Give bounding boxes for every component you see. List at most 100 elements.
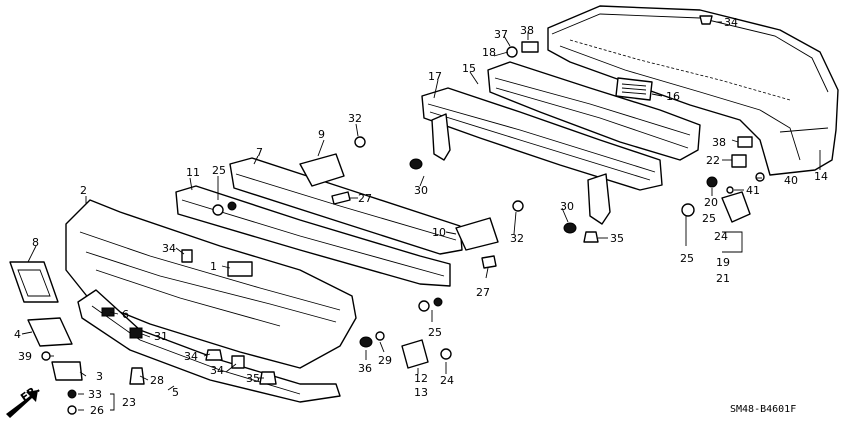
front-lower-spoiler: [77, 289, 341, 403]
clip-38-right: [737, 136, 753, 148]
callout-labels: 1 2 3 4 5 6 7 8 9 10 11 12 13 14 15 16 1…: [14, 16, 828, 417]
rear-bumper-beam: [487, 61, 701, 161]
callout-21: 21: [716, 272, 730, 285]
callout-4: 4: [14, 328, 21, 341]
rear-bumper-face: [547, 5, 839, 176]
bracket-3: [51, 361, 83, 381]
callout-34-lower-2: 34: [210, 364, 224, 377]
grommet-25-upper: [212, 204, 224, 216]
nut-35-front: [259, 371, 277, 385]
grommet-25-right: [681, 203, 695, 217]
callout-32: 32: [348, 112, 362, 125]
rear-stay-left: [431, 113, 451, 161]
callout-27: 27: [358, 192, 372, 205]
callout-40: 40: [784, 174, 798, 187]
callout-19: 19: [716, 256, 730, 269]
grommet-25-lower: [418, 300, 430, 312]
clip-34-lower: [205, 349, 223, 361]
screw-40: [755, 172, 765, 182]
grommet-25-lower-2: [433, 297, 443, 307]
bracket-9: [299, 153, 345, 187]
clip-33: [67, 389, 77, 399]
bracket-19: [721, 191, 751, 223]
grommet-30-right: [563, 222, 577, 234]
front-direction-arrow: [6, 390, 38, 418]
nut-26: [67, 405, 77, 415]
callout-18: 18: [482, 46, 496, 59]
nut-35-rear: [583, 231, 599, 243]
bolt-36: [359, 336, 373, 348]
callout-38: 38: [520, 24, 534, 37]
clip-6: [101, 307, 115, 317]
callout-14: 14: [814, 170, 828, 183]
clip-34-left: [181, 249, 193, 263]
clip-37: [506, 46, 518, 58]
callout-38-right: 38: [712, 136, 726, 149]
bolt-32-lower: [512, 200, 524, 212]
screw-29: [375, 331, 385, 341]
bracket-4: [27, 317, 73, 347]
callout-23: 23: [122, 396, 136, 409]
rear-bumper-reinforcement: [421, 87, 663, 191]
callout-33: 33: [88, 388, 102, 401]
clip-31: [129, 327, 143, 339]
callout-10: 10: [432, 226, 446, 239]
callout-24: 24: [440, 374, 454, 387]
callout-8: 8: [32, 236, 39, 249]
callout-34-lower: 34: [184, 350, 198, 363]
bracket-12: [401, 339, 429, 369]
screw-24-lower: [440, 348, 452, 360]
clip-20: [706, 176, 718, 188]
callout-16: 16: [666, 90, 680, 103]
callout-2: 2: [80, 184, 87, 197]
callout-35: 35: [246, 372, 260, 385]
callout-25-right: 25: [680, 252, 694, 265]
callout-41: 41: [746, 184, 760, 197]
callout-7: 7: [256, 146, 263, 159]
clip-38-top: [521, 41, 539, 53]
bolt-39: [41, 351, 51, 361]
callout-25-lower: 25: [428, 326, 442, 339]
callout-15: 15: [462, 62, 476, 75]
license-plate-bracket: [9, 261, 59, 303]
rear-reflector: [615, 77, 653, 101]
callout-27-lower: 27: [476, 286, 490, 299]
callout-9: 9: [318, 128, 325, 141]
callout-30: 30: [414, 184, 428, 197]
bolt-27-upper: [331, 191, 351, 205]
callout-34-top: 34: [724, 16, 738, 29]
bolt-27-lower: [481, 255, 497, 269]
callout-6: 6: [122, 308, 129, 321]
callout-20: 20: [704, 196, 718, 209]
callout-3: 3: [96, 370, 103, 383]
grommet-25-upper-2: [227, 201, 237, 211]
callout-1: 1: [210, 260, 217, 273]
callout-31: 31: [154, 330, 168, 343]
bracket-1: [227, 261, 253, 277]
screw-34-top: [699, 15, 713, 25]
callout-30-right: 30: [560, 200, 574, 213]
clip-28: [129, 367, 145, 385]
callout-39: 39: [18, 350, 32, 363]
callout-26: 26: [90, 404, 104, 417]
callout-24-rear: 24: [714, 230, 728, 243]
callout-36: 36: [358, 362, 372, 375]
callout-17: 17: [428, 70, 442, 83]
callout-11: 11: [186, 166, 200, 179]
callout-25-rear: 25: [702, 212, 716, 225]
callout-35-rear: 35: [610, 232, 624, 245]
callout-28: 28: [150, 374, 164, 387]
grommet-30-left: [409, 158, 423, 170]
bracket-10: [455, 217, 499, 251]
callout-25: 25: [212, 164, 226, 177]
rear-stay-right: [587, 173, 611, 225]
callout-37: 37: [494, 28, 508, 41]
clip-22: [731, 154, 747, 168]
callout-13: 13: [414, 386, 428, 399]
callout-5: 5: [172, 386, 179, 399]
direction-label: FR.: [18, 382, 42, 404]
callout-34: 34: [162, 242, 176, 255]
callout-12: 12: [414, 372, 428, 385]
